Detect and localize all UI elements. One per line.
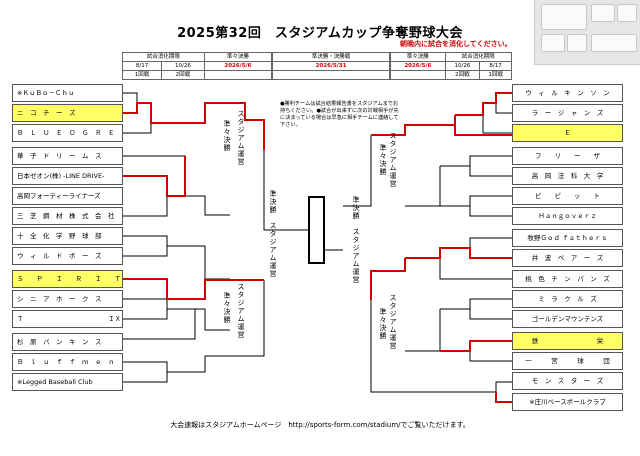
right-team-15: モ ン ス タ ー ズ	[512, 372, 623, 390]
right-team-10: 桃 色 チ ン パ ン ズ	[512, 270, 623, 288]
right-team-14: 一 宮 球 団	[512, 352, 623, 370]
left-team-13: 杉 原 バ ン キ ン ス	[12, 333, 123, 351]
left-lower-qf-round: 準々決勝	[223, 292, 231, 324]
left-team-1: ※ＫｕＢｏ－Ｃｈｕ	[12, 84, 123, 102]
left-team-4: 華 子 ド リ ー ム ス	[12, 147, 123, 165]
left-team-3: Ｂ Ｌ Ｕ Ｅ Ｏ Ｇ Ｒ Ｅ	[12, 124, 123, 142]
right-lower-qf-round: 準々決勝	[379, 308, 387, 340]
left-team-2: ニ コ チ ー ズ	[12, 104, 123, 122]
right-team-8: 牧野Ｇｏｄ ｆａｔｈｅｒｓ	[512, 229, 623, 247]
snap-layout-quarter[interactable]	[591, 4, 615, 22]
window-snap-overlay[interactable]	[534, 0, 640, 65]
final-trophy-box	[308, 196, 325, 264]
center-left-sf-label: 準決勝 スタジアム運営	[269, 190, 277, 278]
center-right-sf-label: 準決勝 スタジアム運営	[352, 196, 360, 284]
right-team-7: Ｈａｎｇｏｖｅｒｚ	[512, 207, 623, 225]
schedule-round: 1回戦	[121, 70, 163, 80]
left-team-14: Ｂ ｌ ｕ ｆ ｆ ｍ ｅ ｎ	[12, 353, 123, 371]
left-team-12: Ｔ ＩＸ	[12, 310, 123, 328]
right-team-16: ※庄川ベースボールクラブ	[512, 393, 623, 411]
right-schedule-table: 準々決勝 試合消化期限 2026/5/6 10/26 8/17 2回戦 1回戦	[390, 52, 513, 80]
right-team-4: フ リ ー ザ	[512, 147, 623, 165]
right-team-11: ミ ラ ク ル ズ	[512, 290, 623, 308]
left-team-8: 十 全 化 学 野 球 部	[12, 227, 123, 245]
right-team-2: ラ ー ジ ャ ン ズ	[512, 104, 623, 122]
left-team-7: 三 芝 鋼 材 株 式 会 社	[12, 207, 123, 225]
left-team-5: 日本ゼオン(株) -LINE DRIVE-	[12, 167, 123, 185]
left-team-9: ウ ィ ル ド ボ ー ズ	[12, 247, 123, 265]
right-team-6: ビ ピ ッ ト	[512, 187, 623, 205]
right-team-9: 井 波 ベ ア ー ズ	[512, 249, 623, 267]
left-lower-qf-operator: スタジアム運営	[237, 283, 245, 339]
left-team-10: Ｓ Ｐ Ｉ Ｒ Ｉ Ｔ	[12, 270, 123, 288]
right-team-3: Ｅ	[512, 124, 623, 142]
snap-layout-quarter[interactable]	[617, 4, 637, 22]
deadline-notice: 朝晩内に試合を消化してください。	[400, 40, 512, 48]
left-upper-qf-operator: スタジアム運営	[237, 110, 245, 166]
left-team-11: シ ニ ア ホ ー ク ス	[12, 290, 123, 308]
rules-note: ●勝利チームは試合結果報告書をスタジアムまでお持ちください。●試合が出来ずに次の…	[280, 101, 399, 128]
left-team-6: 高岡フォーティーライナーズ	[12, 187, 123, 205]
right-upper-qf-operator: スタジアム運営	[389, 132, 397, 188]
right-team-13: 鉄 栄	[512, 332, 623, 350]
left-team-15: ※Legged Baseball Club	[12, 373, 123, 391]
right-team-5: 高 岡 法 科 大 学	[512, 167, 623, 185]
right-team-12: ゴールデンマウンテンズ	[512, 310, 623, 328]
right-upper-qf-round: 準々決勝	[379, 144, 387, 176]
right-team-1: ウ ィ ル キ ン ソ ン	[512, 84, 623, 102]
snap-layout-third[interactable]	[541, 34, 565, 52]
final-schedule-table: 準決勝・決勝戦 2026/5/31	[272, 52, 390, 80]
left-schedule-table: 試合消化期限 準々決勝 8/17 10/26 2026/5/6 1回戦 2回戦	[121, 52, 273, 80]
footer-note: 大会速報はスタジアムホームページ http://sports-form.com/…	[170, 421, 470, 429]
right-lower-qf-operator: スタジアム運営	[389, 294, 397, 350]
snap-layout-half[interactable]	[591, 34, 637, 52]
page-title: 2025第32回 スタジアムカップ争奪野球大会	[177, 26, 463, 41]
snap-layout-half[interactable]	[541, 4, 587, 30]
left-upper-qf-round: 準々決勝	[223, 120, 231, 152]
schedule-round: 1回戦	[479, 70, 512, 80]
snap-layout-third[interactable]	[567, 34, 587, 52]
